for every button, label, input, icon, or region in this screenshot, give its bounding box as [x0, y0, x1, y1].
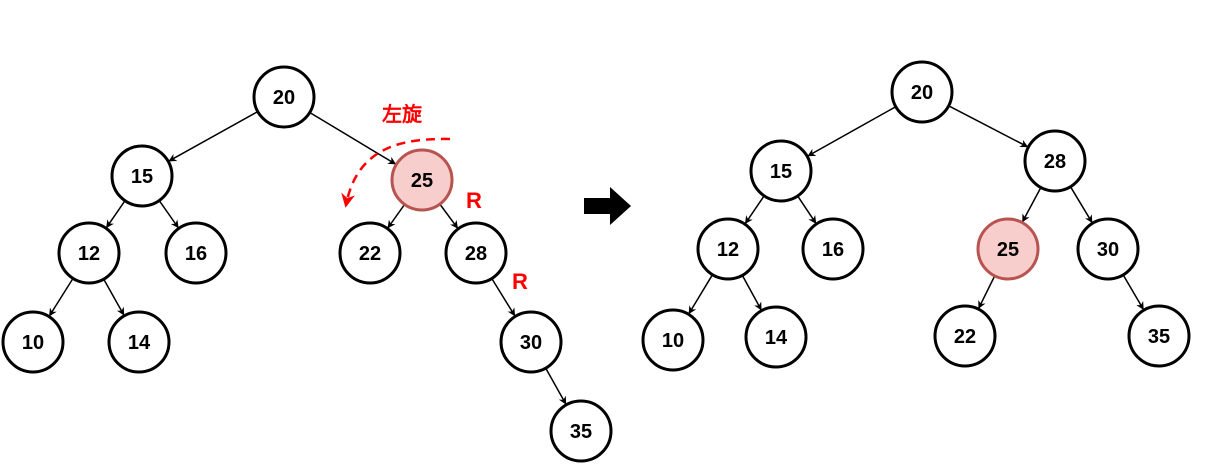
- nodes-layer: 20 15 25 12 16 22 28 10 14 30 35 20 15 28 12 16 25 30 10 14…: [1, 60, 1191, 463]
- node-label: 25: [997, 239, 1019, 261]
- tree-node-after: 16: [801, 217, 865, 281]
- node-label: 22: [954, 326, 976, 348]
- node-label: 30: [520, 332, 542, 354]
- tree-edge-before: [48, 277, 74, 317]
- node-label: 15: [131, 166, 153, 188]
- node-label: 16: [822, 239, 844, 261]
- tree-edge-before: [105, 200, 126, 229]
- tree-edge-before: [103, 278, 125, 316]
- tree-edge-before: [168, 110, 259, 162]
- node-label: 12: [717, 239, 739, 261]
- node-circle: [696, 217, 760, 281]
- node-circle: [499, 310, 563, 374]
- rotation-annotation: 左旋 R R: [341, 102, 528, 294]
- tree-edge-after: [744, 195, 765, 225]
- node-label: 20: [911, 82, 933, 104]
- node-circle: [1076, 217, 1140, 281]
- left-rotation-arrow: [341, 137, 451, 208]
- tree-node-before: 30: [499, 310, 563, 374]
- tree-node-before: 28: [444, 221, 508, 285]
- node-label: 12: [78, 243, 100, 265]
- tree-edge-before: [158, 200, 179, 229]
- node-label: 25: [411, 170, 433, 192]
- tree-node-after: 35: [1127, 304, 1191, 368]
- node-circle: [338, 221, 402, 285]
- node-circle: [107, 310, 171, 374]
- node-label: 10: [22, 332, 44, 354]
- tree-node-after: 22: [933, 304, 997, 368]
- right-child-mark: R: [466, 188, 482, 213]
- tree-node-after: 12: [696, 217, 760, 281]
- highlighted-node-circle: [390, 148, 454, 212]
- right-arrow-icon: [584, 187, 631, 225]
- tree-edge-after: [797, 195, 817, 224]
- tree-edge-before: [387, 203, 406, 229]
- node-circle: [749, 139, 813, 203]
- edges-layer: [48, 105, 1144, 405]
- node-label: 14: [765, 327, 788, 349]
- tree-edge-after: [1069, 186, 1093, 224]
- tree-node-before: 22: [338, 221, 402, 285]
- tree-node-after: 14: [744, 305, 808, 369]
- node-label: 20: [273, 87, 295, 109]
- node-circle: [1023, 129, 1087, 193]
- node-circle: [57, 221, 121, 285]
- node-circle: [164, 221, 228, 285]
- tree-edge-after: [978, 275, 996, 309]
- tree-node-before: 10: [1, 310, 65, 374]
- node-circle: [1127, 304, 1191, 368]
- highlighted-node-circle: [976, 217, 1040, 281]
- tree-node-before: 35: [549, 399, 613, 463]
- node-circle: [933, 304, 997, 368]
- node-label: 35: [1148, 326, 1170, 348]
- tree-edge-before: [439, 203, 459, 229]
- node-circle: [890, 60, 954, 124]
- node-circle: [744, 305, 808, 369]
- node-circle: [110, 144, 174, 208]
- tree-edge-after: [1122, 274, 1144, 310]
- node-label: 28: [1044, 151, 1066, 173]
- tree-node-before: 25: [390, 148, 454, 212]
- tree-edge-after: [1021, 187, 1042, 223]
- node-circle: [1, 310, 65, 374]
- node-circle: [641, 308, 705, 372]
- node-label: 10: [662, 330, 684, 352]
- node-label: 16: [185, 243, 207, 265]
- node-label: 15: [770, 161, 792, 183]
- tree-node-after: 28: [1023, 129, 1087, 193]
- node-label: 30: [1097, 239, 1119, 261]
- node-label: 14: [128, 332, 151, 354]
- tree-edge-after: [688, 274, 714, 315]
- tree-node-before: 16: [164, 221, 228, 285]
- tree-edge-before: [491, 278, 516, 317]
- tree-node-before: 12: [57, 221, 121, 285]
- tree-edge-before: [309, 111, 397, 165]
- tree-node-after: 25: [976, 217, 1040, 281]
- tree-node-after: 15: [749, 139, 813, 203]
- tree-edge-after: [807, 106, 897, 157]
- tree-node-after: 30: [1076, 217, 1140, 281]
- tree-node-before: 15: [110, 144, 174, 208]
- tree-edge-before: [545, 367, 567, 405]
- node-circle: [801, 217, 865, 281]
- tree-edge-after: [741, 274, 762, 311]
- right-child-mark: R: [512, 269, 528, 294]
- node-label: 22: [359, 243, 381, 265]
- rotation-label: 左旋: [382, 102, 423, 126]
- tree-node-before: 14: [107, 310, 171, 374]
- tree-node-after: 10: [641, 308, 705, 372]
- node-circle: [444, 221, 508, 285]
- tree-node-after: 20: [890, 60, 954, 124]
- tree-edge-after: [948, 105, 1029, 148]
- node-label: 28: [465, 243, 487, 265]
- node-circle: [549, 399, 613, 463]
- node-label: 35: [570, 421, 592, 443]
- node-circle: [252, 65, 316, 129]
- tree-node-before: 20: [252, 65, 316, 129]
